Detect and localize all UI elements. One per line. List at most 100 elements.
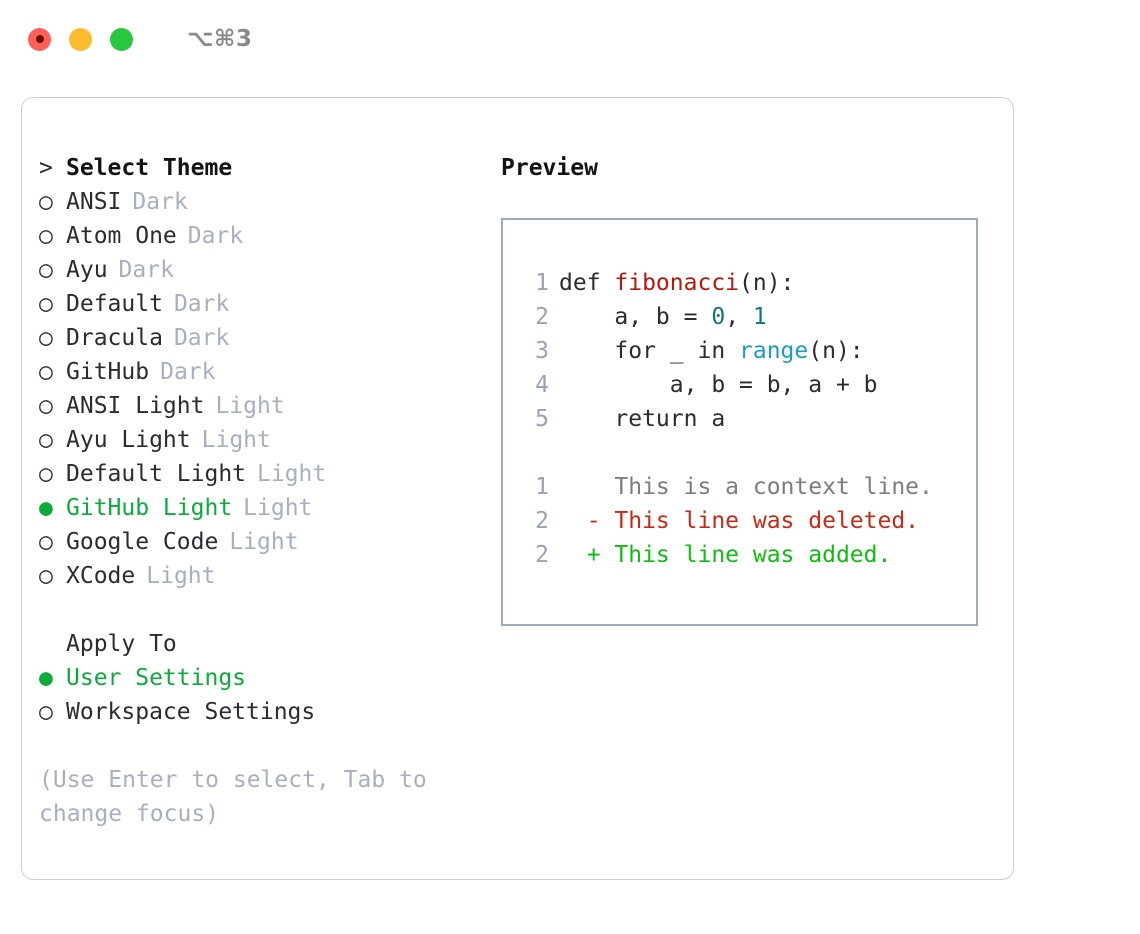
code-line-text: for _ in range(n): <box>559 338 864 364</box>
code-line-number: 5 <box>535 406 549 432</box>
theme-option-5[interactable]: ○ GitHub Dark <box>39 355 499 389</box>
theme-variant-tag: Light <box>243 495 313 521</box>
window-controls <box>28 27 133 51</box>
theme-option-11[interactable]: ○ XCode Light <box>39 559 499 593</box>
apply-to-option-label: User Settings <box>66 665 247 691</box>
radio-empty-icon[interactable]: ○ <box>39 325 53 351</box>
theme-option-label: XCode <box>66 563 136 589</box>
theme-option-label: Atom One <box>66 223 177 249</box>
code-line-3: 4 a, b = b, a + b <box>503 368 976 402</box>
theme-option-label: Google Code <box>66 529 219 555</box>
radio-empty-icon[interactable]: ○ <box>39 461 53 487</box>
spacer <box>39 729 499 763</box>
code-line-1: 2 a, b = 0, 1 <box>503 300 976 334</box>
theme-option-label: GitHub Light <box>66 495 233 521</box>
theme-option-label: Ayu <box>66 257 108 283</box>
theme-option-7[interactable]: ○ Ayu Light Light <box>39 423 499 457</box>
apply-to-option-1[interactable]: ○ Workspace Settings <box>39 695 499 729</box>
diff-line-text: - This line was deleted. <box>559 508 920 534</box>
theme-variant-tag: Light <box>146 563 216 589</box>
diff-line-1: 2 - This line was deleted. <box>503 504 976 538</box>
zoom-button-icon[interactable] <box>110 27 133 51</box>
radio-empty-icon[interactable]: ○ <box>39 563 53 589</box>
radio-empty-icon[interactable]: ○ <box>39 291 53 317</box>
code-line-number: 3 <box>535 338 549 364</box>
radio-filled-icon[interactable]: ● <box>39 495 53 521</box>
radio-empty-icon[interactable]: ○ <box>39 427 53 453</box>
close-button-icon[interactable] <box>28 27 51 51</box>
diff-line-2: 2 + This line was added. <box>503 538 976 572</box>
theme-option-label: GitHub <box>66 359 150 385</box>
diff-block: 1 This is a context line.2 - This line w… <box>503 470 976 572</box>
theme-option-8[interactable]: ○ Default Light Light <box>39 457 499 491</box>
code-line-number: 1 <box>535 270 549 296</box>
minimize-button-icon[interactable] <box>69 27 92 51</box>
apply-to-header: Apply To <box>39 627 499 661</box>
theme-variant-tag: Dark <box>187 223 244 249</box>
diff-line-text: + This line was added. <box>559 542 892 568</box>
theme-option-label: Default <box>66 291 163 317</box>
preview-title: Preview <box>501 155 598 181</box>
theme-option-label: ANSI Light <box>66 393 205 419</box>
apply-to-header-label: Apply To <box>66 631 177 657</box>
diff-line-number: 2 <box>535 508 549 534</box>
theme-variant-tag: Light <box>229 529 299 555</box>
diff-line-number: 2 <box>535 542 549 568</box>
apply-to-option-label: Workspace Settings <box>66 699 316 725</box>
theme-option-3[interactable]: ○ Default Dark <box>39 287 499 321</box>
code-line-number: 2 <box>535 304 549 330</box>
code-line-0: 1 def fibonacci(n): <box>503 266 976 300</box>
code-line-4: 5 return a <box>503 402 976 436</box>
theme-list-header-label: Select Theme <box>66 155 233 181</box>
apply-to-group[interactable]: Apply To ● User Settings ○ Workspace Setting… <box>39 627 499 729</box>
code-line-number: 4 <box>535 372 549 398</box>
theme-variant-tag: Light <box>201 427 271 453</box>
code-line-text: return a <box>559 406 726 432</box>
theme-option-10[interactable]: ○ Google Code Light <box>39 525 499 559</box>
code-line-text: a, b = b, a + b <box>559 372 878 398</box>
title-bar: ⌥⌘3 <box>0 0 1140 78</box>
code-line-text: a, b = 0, 1 <box>559 304 767 330</box>
spacer <box>503 436 976 470</box>
radio-empty-icon[interactable]: ○ <box>39 189 53 215</box>
theme-variant-tag: Dark <box>173 291 230 317</box>
theme-option-1[interactable]: ○ Atom One Dark <box>39 219 499 253</box>
radio-filled-icon[interactable]: ● <box>39 665 53 691</box>
theme-option-label: Default Light <box>66 461 247 487</box>
keyboard-hint-text: (Use Enter to select, Tab to change focu… <box>39 767 427 827</box>
radio-empty-icon[interactable]: ○ <box>39 223 53 249</box>
theme-option-label: Dracula <box>66 325 163 351</box>
radio-empty-icon[interactable]: ○ <box>39 393 53 419</box>
theme-variant-tag: Dark <box>132 189 188 215</box>
diff-line-text: This is a context line. <box>559 474 933 500</box>
radio-empty-icon[interactable]: ○ <box>39 699 53 725</box>
theme-variant-tag: Dark <box>173 325 230 351</box>
code-line-2: 3 for _ in range(n): <box>503 334 976 368</box>
spacer <box>39 593 499 627</box>
keyboard-shortcut-label: ⌥⌘3 <box>187 26 253 52</box>
theme-option-9[interactable]: ● GitHub Light Light <box>39 491 499 525</box>
theme-variant-tag: Light <box>257 461 327 487</box>
diff-line-number: 1 <box>535 474 549 500</box>
radio-empty-icon[interactable]: ○ <box>39 529 53 555</box>
theme-option-label: Ayu Light <box>66 427 191 453</box>
code-line-text: def fibonacci(n): <box>559 270 795 296</box>
radio-empty-icon[interactable]: ○ <box>39 257 53 283</box>
theme-list-header: > Select Theme <box>39 151 499 185</box>
radio-empty-icon[interactable]: ○ <box>39 359 53 385</box>
theme-option-4[interactable]: ○ Dracula Dark <box>39 321 499 355</box>
theme-variant-tag: Dark <box>160 359 216 385</box>
apply-to-option-0[interactable]: ● User Settings <box>39 661 499 695</box>
caret-icon: > <box>39 155 53 181</box>
diff-line-0: 1 This is a context line. <box>503 470 976 504</box>
